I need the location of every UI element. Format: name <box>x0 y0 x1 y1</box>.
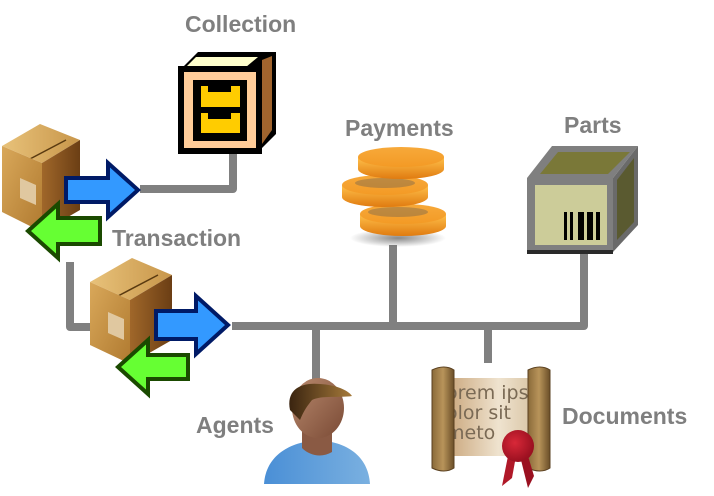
scroll-text-line-2: olor sit <box>446 402 511 424</box>
package-exchange-icon-lower[interactable] <box>90 258 231 399</box>
scroll-icon[interactable]: orem ipsu olor sit meto <box>431 366 551 488</box>
arrow-right-icon <box>64 158 141 222</box>
scroll-text-line-3: meto <box>446 422 495 444</box>
scroll-text-line-1: orem ipsu <box>446 382 541 404</box>
person-icon[interactable] <box>264 378 370 484</box>
label-agents: Agents <box>196 412 274 438</box>
label-transaction: Transaction <box>112 225 242 251</box>
connectors <box>66 150 588 380</box>
label-collection: Collection <box>185 11 297 37</box>
barcode-box-icon[interactable] <box>527 146 638 254</box>
arrow-left-icon <box>25 199 102 263</box>
label-parts: Parts <box>564 112 622 138</box>
label-documents: Documents <box>562 403 688 429</box>
label-payments: Payments <box>345 115 454 141</box>
arrow-left-icon <box>115 335 190 399</box>
filing-cabinet-icon[interactable] <box>178 52 276 154</box>
connector-transaction-collection <box>140 150 237 193</box>
arrow-right-icon <box>154 291 231 359</box>
coin-stack-icon[interactable] <box>342 147 446 247</box>
connector-bus <box>232 252 588 330</box>
package-exchange-icon-upper[interactable] <box>2 124 141 263</box>
connector-transaction-lower <box>66 262 90 331</box>
